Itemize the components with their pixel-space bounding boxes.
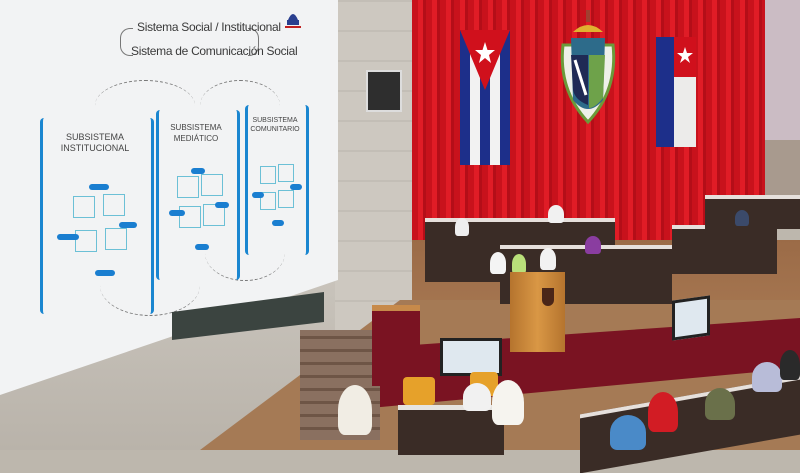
person-seated	[455, 218, 469, 236]
dashed-connector-bottom-2	[205, 225, 285, 281]
person-seated	[463, 383, 491, 411]
node	[89, 184, 109, 190]
node	[252, 192, 264, 198]
camera-booth-icon	[366, 70, 402, 112]
secretary-desk	[398, 405, 504, 455]
subsystem-mediatico-frame	[156, 110, 240, 280]
person-seated	[490, 252, 506, 274]
cuban-flag-left-icon	[460, 30, 510, 165]
monitor-screen-center	[440, 338, 502, 376]
person-seated	[585, 236, 601, 254]
node	[191, 168, 205, 174]
podium-emblem-icon	[542, 288, 554, 306]
person-seated	[610, 415, 646, 450]
subsystem-institucional-label: SUBSISTEMA INSTITUCIONAL	[60, 132, 130, 153]
subsystem-comunitario-label: SUBSISTEMA COMUNITARIO	[250, 117, 300, 133]
person-seated	[540, 248, 556, 270]
right-wall-lower	[765, 140, 800, 200]
side-desk-right	[672, 225, 777, 274]
person-seated	[705, 388, 735, 420]
person-seated	[648, 392, 678, 432]
cuban-flag-right-icon	[656, 37, 696, 147]
node	[57, 234, 79, 240]
slide-title-line-2: Sistema de Comunicación Social	[131, 44, 298, 58]
slide-title-line-1: Sistema Social / Institucional	[137, 20, 281, 34]
person-seated	[735, 210, 749, 226]
right-wall	[765, 0, 800, 140]
dashed-connector-top-1	[95, 80, 195, 131]
side-desk-far-right	[705, 195, 800, 229]
wooden-podium	[510, 272, 565, 352]
person-seated	[548, 205, 564, 223]
node	[272, 220, 284, 226]
node	[95, 270, 115, 276]
person-seated	[752, 362, 782, 392]
node	[169, 210, 185, 216]
dashed-connector-bottom-1	[100, 255, 200, 316]
cycle-arrow-left-icon	[120, 28, 133, 56]
subsystem-comunitario-diagram	[252, 158, 303, 228]
person-seated-left	[338, 385, 372, 435]
monitor-screen-right	[672, 295, 710, 341]
stair-rail	[372, 305, 420, 386]
asamblea-logo-icon	[284, 6, 302, 32]
subsystem-mediatico-diagram	[169, 168, 230, 250]
node	[290, 184, 302, 190]
person-seated	[780, 350, 800, 380]
coat-of-arms-icon	[553, 10, 623, 125]
subsystem-comunitario-frame	[245, 105, 309, 255]
acoustic-wall-panel	[335, 0, 415, 330]
dashed-connector-top-2	[200, 80, 280, 131]
subsystem-institucional-diagram	[57, 182, 137, 276]
node	[195, 244, 209, 250]
subsystem-institucional-frame	[40, 118, 154, 314]
subsystem-mediatico-label: SUBSISTEMA MEDIÁTICO	[170, 123, 222, 143]
node	[119, 222, 137, 228]
chair	[403, 377, 435, 405]
person-seated	[512, 254, 526, 274]
person-standing	[492, 380, 524, 425]
node	[215, 202, 229, 208]
